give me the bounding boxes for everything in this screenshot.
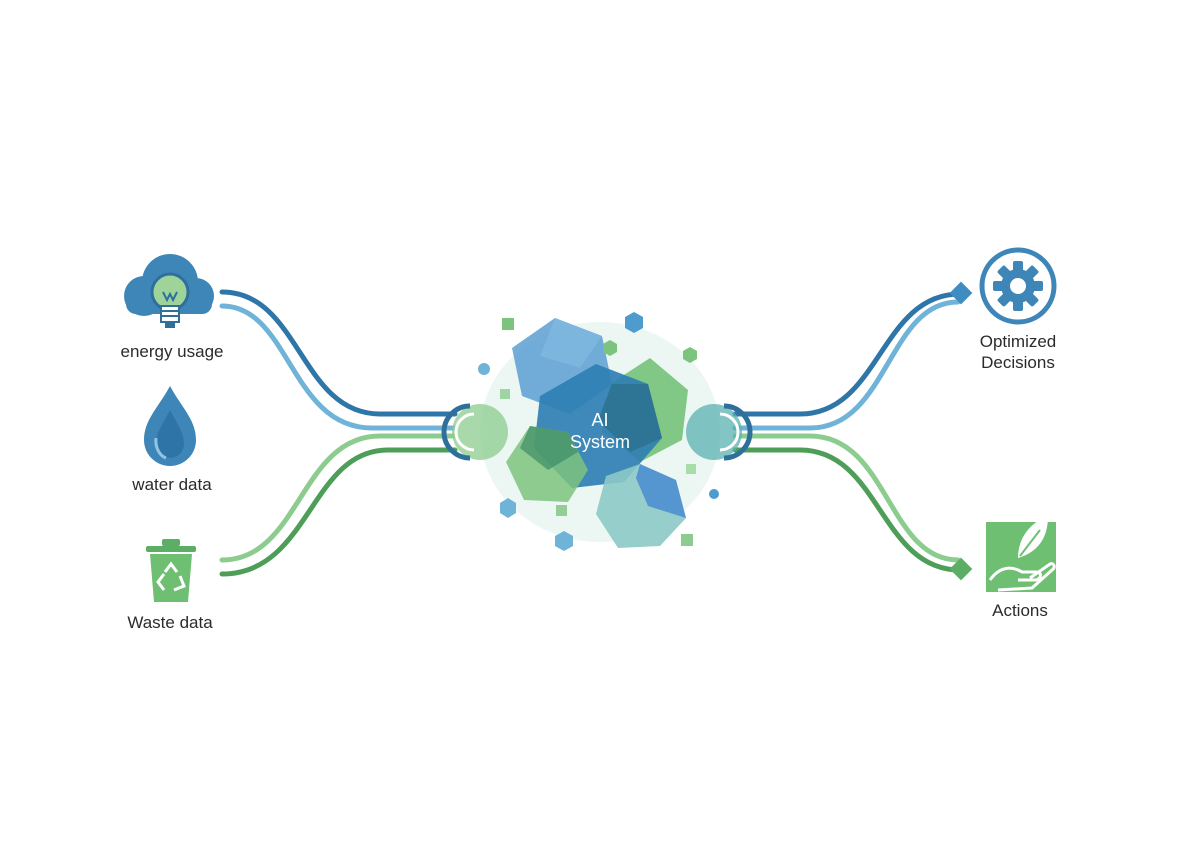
recycle-bin-icon xyxy=(146,539,196,602)
gear-icon xyxy=(979,247,1057,325)
waste-flow-line-dark xyxy=(219,447,458,577)
particle-square xyxy=(686,464,696,474)
water-data-label: water data xyxy=(132,475,212,494)
hand-leaf-icon xyxy=(986,516,1056,592)
particle-square xyxy=(556,505,567,516)
optimized-decisions-line1: Optimized xyxy=(979,332,1057,351)
input-flow-lines xyxy=(219,289,458,577)
output-flow-lines xyxy=(732,291,963,573)
actions-arrow-head xyxy=(949,557,973,581)
right-connector-arc xyxy=(723,403,753,461)
particle-square xyxy=(502,318,514,330)
particle-hex xyxy=(500,498,516,518)
particle-square xyxy=(500,389,510,399)
optimized-decisions-label: Optimized Decisions xyxy=(958,331,1078,373)
energy-flow-line-dark xyxy=(219,289,458,417)
right-connector-ring xyxy=(686,404,742,460)
water-drop-icon xyxy=(144,386,196,466)
ai-hub-cluster xyxy=(441,312,753,551)
ai-system-label: AI System xyxy=(550,409,650,453)
particle-hex xyxy=(683,347,697,363)
ai-system-label-line1: AI xyxy=(591,410,609,430)
ai-system-label-line2: System xyxy=(569,432,630,452)
decisions-arrow-head xyxy=(949,281,973,305)
particle-hex xyxy=(555,531,573,551)
hub-hex-top-highlight xyxy=(540,318,602,368)
lightbulb-cloud-icon xyxy=(124,254,214,328)
actions-label: Actions xyxy=(992,601,1048,620)
actions-flow-line-dark xyxy=(732,447,963,573)
left-connector-arc xyxy=(441,403,471,461)
particle-hex xyxy=(603,340,617,356)
waste-data-label: Waste data xyxy=(127,613,213,632)
left-connector-arc-inner xyxy=(454,412,475,452)
waste-flow-line-light xyxy=(219,433,458,563)
energy-flow-line-light xyxy=(219,303,458,431)
particle-square xyxy=(681,534,693,546)
particle-dot xyxy=(709,489,719,499)
particle-hex xyxy=(625,312,643,333)
decisions-flow-line-light xyxy=(732,299,961,431)
hub-hex-bottom-blue xyxy=(636,464,686,518)
optimized-decisions-line2: Decisions xyxy=(981,353,1055,372)
left-connector-ring xyxy=(452,404,508,460)
energy-usage-label: energy usage xyxy=(120,342,224,361)
actions-flow-line-light xyxy=(732,433,961,563)
hub-hex-center-dark xyxy=(598,384,662,452)
right-connector-arc-inner xyxy=(719,412,740,452)
particle-dot xyxy=(478,363,490,375)
hub-hex-left-dark xyxy=(520,426,578,470)
decisions-flow-line-dark xyxy=(732,291,963,417)
